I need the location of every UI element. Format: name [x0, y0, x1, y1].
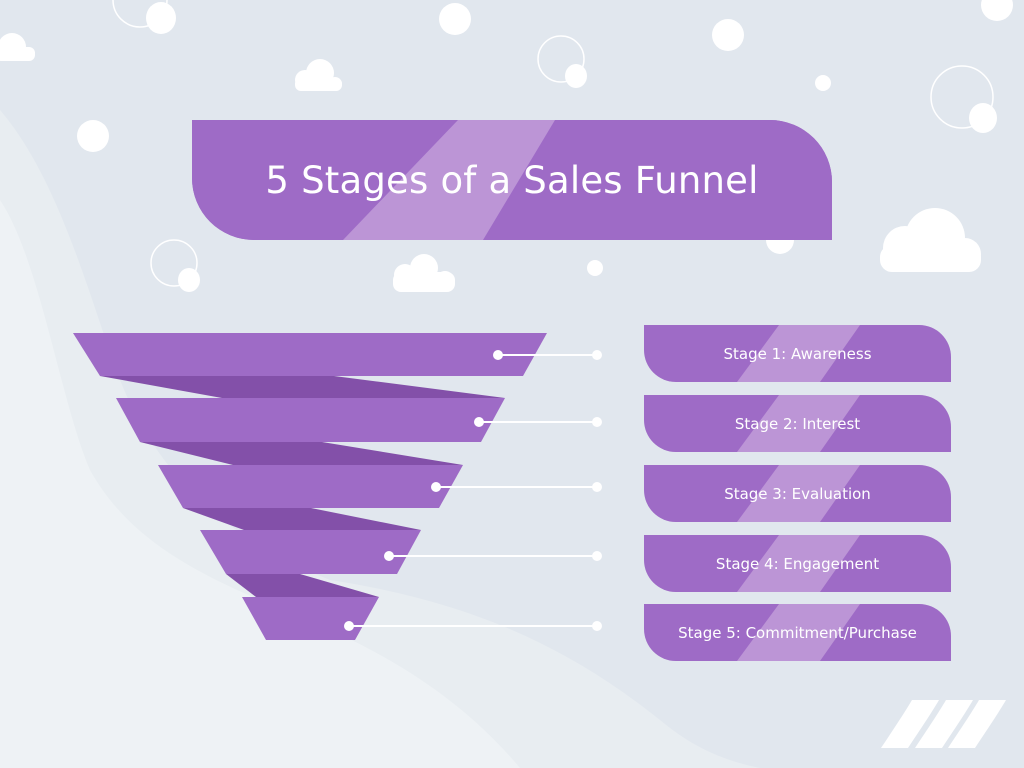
cloud-icon	[393, 254, 455, 292]
funnel-layer-1	[73, 333, 547, 376]
stage-label-4: Stage 4: Engagement	[715, 554, 880, 573]
ring-icon	[930, 65, 997, 133]
stage-pills	[644, 325, 951, 661]
funnel-layers	[73, 333, 547, 640]
brand-logo	[881, 700, 1006, 748]
funnel-layer-5	[242, 597, 379, 640]
bubble-icon	[77, 120, 109, 152]
cloud-icons	[0, 33, 981, 292]
ring-icons	[112, 0, 997, 292]
cloud-icon	[880, 208, 981, 272]
bubble-icon	[981, 0, 1013, 21]
cloud-icon	[0, 33, 35, 61]
stage-label-1: Stage 1: Awareness	[723, 344, 872, 363]
bubble-icon	[815, 75, 831, 91]
bubble-icon	[712, 19, 744, 51]
page-title: 5 Stages of a Sales Funnel	[265, 158, 759, 202]
funnel-layer-2	[116, 398, 505, 442]
funnel-layer-4	[200, 530, 421, 574]
ring-icon	[150, 239, 200, 292]
stage-label-3: Stage 3: Evaluation	[724, 484, 871, 503]
funnel-folds	[100, 376, 505, 597]
stage-label-2: Stage 2: Interest	[734, 414, 861, 433]
funnel-layer-3	[158, 465, 463, 508]
ring-icon	[112, 0, 176, 34]
bubble-icon	[587, 260, 603, 276]
cloud-icon	[295, 59, 342, 91]
bubble-icon	[439, 3, 471, 35]
stage-label-5: Stage 5: Commitment/Purchase	[678, 623, 917, 642]
ring-icon	[537, 35, 587, 88]
connectors	[344, 350, 602, 631]
bubble-icons	[77, 0, 1013, 276]
